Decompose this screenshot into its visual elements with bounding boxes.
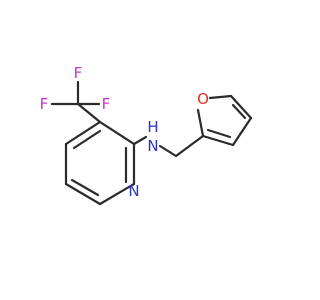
bond-furan-c3-c2-double [206, 128, 232, 139]
atom-amine-hydrogen: H [147, 118, 158, 136]
atom-furan-oxygen: O [197, 90, 209, 108]
bond-nh-ch2 [158, 144, 178, 158]
bond-layer [50, 80, 253, 206]
atom-pyridine-nitrogen: N [128, 182, 139, 200]
bond-ring-c3-c2 [98, 120, 136, 146]
bond-ch2-furan [174, 134, 205, 158]
bond-ring-nh [132, 135, 148, 146]
bond-ring-n-c6 [98, 182, 136, 206]
atom-fluorine-1: F [40, 95, 49, 113]
atom-amine-nitrogen: N [147, 137, 158, 155]
bond-ring-c6-c5-double [70, 178, 100, 197]
atom-fluorine-2: F [74, 64, 83, 82]
molecule-structure: F F F N H O N [40, 64, 253, 206]
bond-cf3-ring [76, 102, 102, 124]
molecule-canvas: F F F N H O N [40, 64, 253, 206]
bond-ring-c6-c5 [64, 182, 102, 206]
bond-furan-c5-c4 [229, 94, 253, 120]
bond-ring-c4-c3-double [72, 129, 102, 150]
bond-furan-c4-c3 [231, 116, 253, 147]
bond-furan-o-c5 [208, 94, 233, 100]
atom-fluorine-3: F [102, 95, 111, 113]
bond-furan-c2-o [196, 108, 205, 138]
bond-furan-c5-c4-double [231, 103, 247, 120]
bond-furan-c3-c2 [201, 134, 235, 147]
bond-ring-c4-c3 [64, 120, 102, 146]
atom-label-layer: F F F N H O N [40, 64, 209, 200]
